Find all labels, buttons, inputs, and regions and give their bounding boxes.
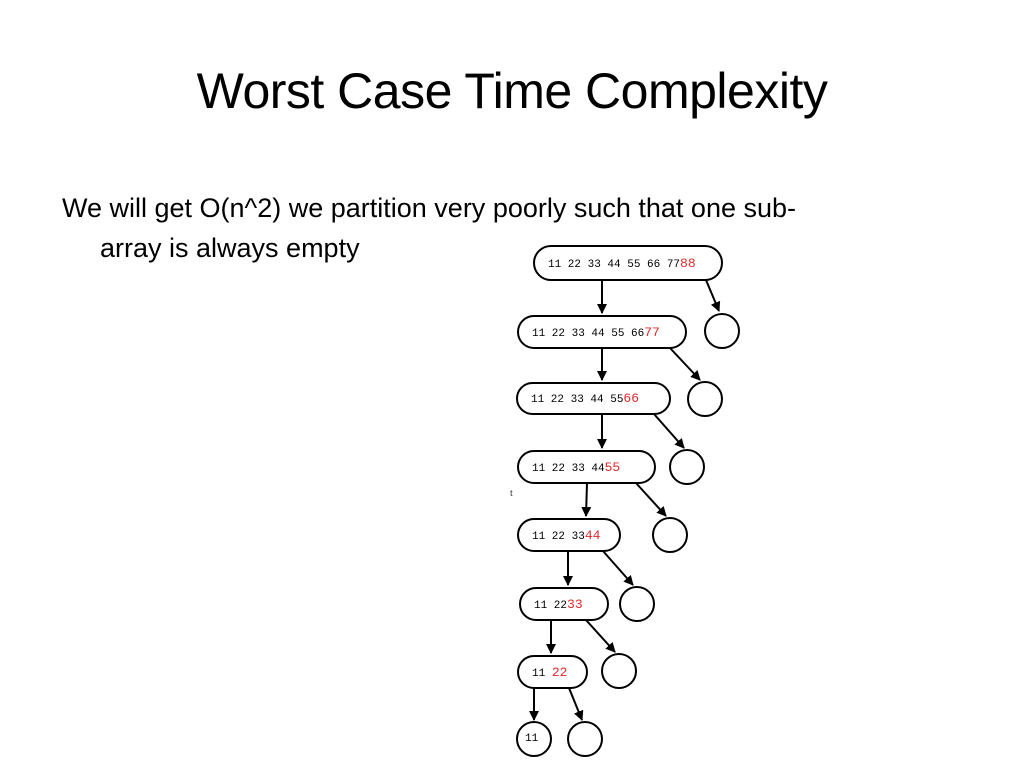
arrow-right (585, 619, 616, 653)
arrow-left (581, 482, 592, 517)
arrow-right (635, 482, 667, 517)
bullet-line-2: array is always empty (100, 233, 360, 263)
empty-subarray-node (619, 586, 655, 622)
tree-node-level-3: 11 22 33 44 5566 (516, 382, 671, 415)
svg-text:11 22 33 44 55 66 7788: 11 22 33 44 55 66 7788 (548, 256, 696, 271)
svg-text:11 22 33 44 55 6677: 11 22 33 44 55 6677 (532, 325, 660, 340)
tree-node-level-5: 11 22 3344 (517, 518, 621, 552)
empty-subarray-node (652, 517, 688, 553)
tree-node-level-7: 11 22 (517, 655, 588, 689)
pivot-value: 77 (644, 325, 660, 340)
empty-subarray-node (601, 653, 637, 689)
leaf-node: 11 (516, 721, 552, 757)
tree-node-level-2: 11 22 33 44 55 6677 (517, 315, 687, 349)
empty-subarray-node (687, 381, 723, 417)
svg-text:11 2233: 11 2233 (534, 597, 583, 612)
pivot-value: 22 (552, 665, 568, 680)
svg-text:11 22 33 44 5566: 11 22 33 44 5566 (531, 391, 639, 406)
pivot-value: 44 (585, 528, 601, 543)
node-values: 11 22 33 44 (532, 463, 605, 475)
arrow-right (705, 279, 721, 312)
pivot-value: 55 (605, 460, 621, 475)
node-values: 11 (532, 668, 546, 680)
node-values: 11 22 (534, 600, 567, 612)
node-values: 11 22 33 44 55 66 77 (548, 259, 680, 271)
arrow-right (653, 413, 685, 449)
leaf-value: 11 (525, 733, 539, 745)
bullet-text: We will get O(n^2) we partition very poo… (62, 188, 962, 268)
svg-text:11 22 3344: 11 22 3344 (532, 528, 601, 543)
stray-mark: t (510, 488, 513, 499)
node-values: 11 22 33 (532, 531, 585, 543)
tree-node-level-1: 11 22 33 44 55 66 7788 (533, 245, 723, 281)
node-values: 11 22 33 44 55 66 (532, 328, 644, 340)
bullet-line-1: We will get O(n^2) we partition very poo… (62, 193, 796, 223)
node-values: 11 22 33 44 55 (531, 394, 623, 406)
pivot-value: 88 (680, 256, 696, 271)
arrow-right (602, 550, 634, 586)
empty-subarray-node (669, 449, 705, 485)
empty-subarray-node (704, 313, 740, 349)
svg-text:11 22: 11 22 (532, 665, 567, 680)
tree-node-level-6: 11 2233 (519, 587, 609, 621)
empty-subarray-node (567, 721, 603, 757)
svg-text:11 22 33 4455: 11 22 33 4455 (532, 460, 620, 475)
slide-title: Worst Case Time Complexity (196, 63, 828, 119)
tree-node-level-4: 11 22 33 4455 (517, 450, 656, 484)
arrow-right (568, 687, 584, 721)
pivot-value: 33 (567, 597, 583, 612)
arrow-right (669, 347, 701, 381)
pivot-value: 66 (623, 391, 639, 406)
